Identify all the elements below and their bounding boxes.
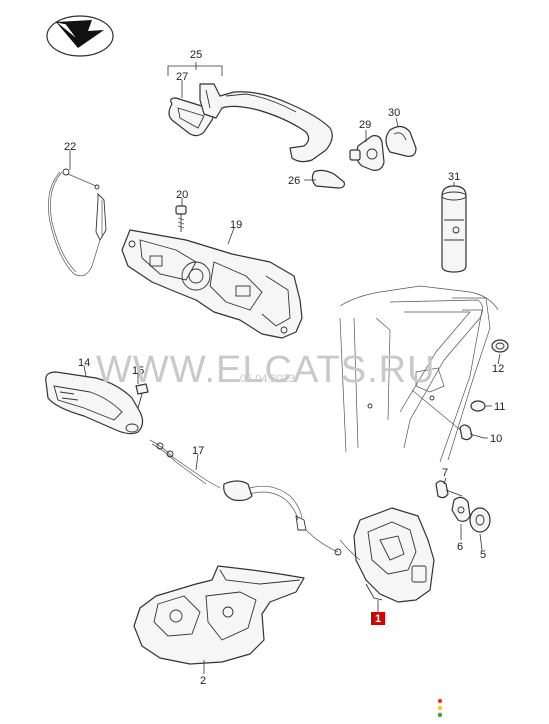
part-20-bolt [175, 205, 187, 232]
callout-2: 2 [200, 675, 206, 687]
callout-5: 5 [480, 549, 486, 561]
part-2-lock-bracket [133, 565, 305, 665]
callout-17: 17 [192, 445, 204, 457]
callout-labels: 25 27 29 30 26 22 20 19 31 14 15 17 12 1… [64, 49, 505, 687]
leader-lines [69, 62, 501, 674]
callout-15: 15 [132, 365, 144, 377]
part-1-door-lock [339, 507, 435, 603]
part-31-lubricant-can [441, 185, 467, 273]
callout-10: 10 [490, 433, 502, 445]
part-7-striker-bolt [435, 480, 463, 499]
highlight-callout-badge[interactable]: 1 [371, 612, 385, 625]
callout-6: 6 [457, 541, 463, 553]
callout-20: 20 [176, 189, 188, 201]
part-25-outer-handle [199, 83, 333, 163]
callout-1[interactable]: 1 [375, 613, 381, 625]
part-14-interior-handle [45, 371, 144, 435]
callout-31: 31 [448, 171, 460, 183]
part-29-lock-cylinder [349, 135, 385, 171]
part-6-striker [451, 496, 471, 522]
callout-30: 30 [388, 107, 400, 119]
part-17-inner-cable [149, 439, 342, 556]
door-frame-outline [339, 285, 499, 463]
callout-7: 7 [442, 467, 448, 479]
callout-14: 14 [78, 357, 90, 369]
callout-26: 26 [288, 175, 300, 187]
callout-27: 27 [176, 71, 188, 83]
part-26-handle-cap [311, 169, 345, 189]
watermark: WWW.ELCATS.RU 05.04.2023 [96, 349, 436, 391]
part-19-door-module-carrier [121, 229, 303, 339]
callout-12: 12 [492, 363, 504, 375]
part-12-plug [491, 339, 509, 353]
callout-25: 25 [190, 49, 202, 61]
part-5-striker-plate [469, 507, 491, 533]
callout-29: 29 [359, 119, 371, 131]
callout-19: 19 [230, 219, 242, 231]
part-30-cylinder-cover [385, 125, 417, 157]
callout-22: 22 [64, 141, 76, 153]
callout-11: 11 [494, 401, 505, 413]
part-11-grommet [470, 400, 486, 412]
status-dots-icon [437, 698, 443, 718]
watermark-date: 05.04.2023 [240, 373, 295, 385]
part-22-release-cable [48, 168, 107, 277]
watermark-text: WWW.ELCATS.RU [96, 349, 436, 391]
part-15-screw [135, 383, 149, 409]
direction-arrow-logo-icon [46, 15, 114, 57]
part-10-screw [459, 424, 485, 441]
